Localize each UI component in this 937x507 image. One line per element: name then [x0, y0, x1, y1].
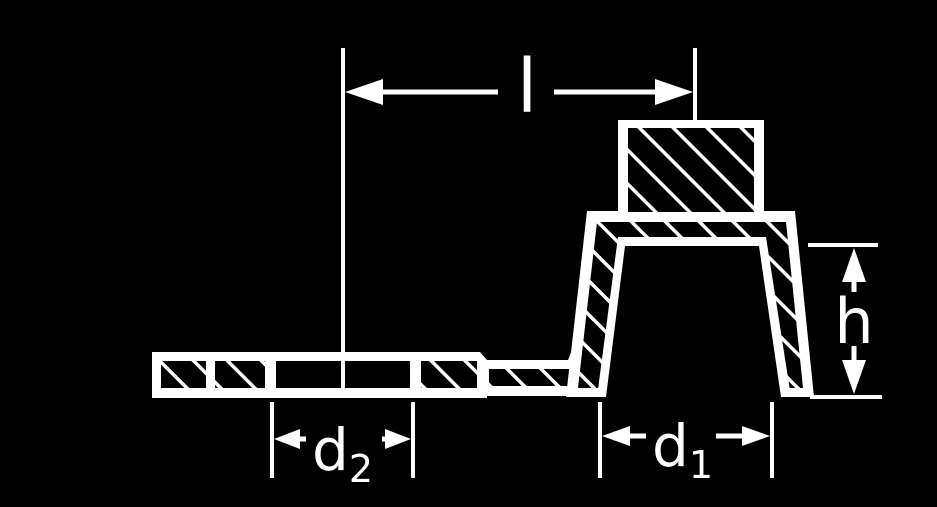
- arrow-left: [602, 426, 630, 446]
- crimp-barrel: [566, 211, 814, 397]
- barrel-cavity: [606, 246, 781, 397]
- label-diameter-1: d1: [652, 412, 713, 487]
- dimension-diameter-1: d1: [598, 402, 774, 487]
- arrow-right: [655, 79, 693, 105]
- label-d2-base: d: [312, 416, 349, 484]
- arrow-left: [274, 429, 300, 449]
- top-stud: [618, 120, 764, 215]
- plate-cell: [421, 361, 477, 388]
- plate-cell: [215, 361, 265, 388]
- flat-plate: [152, 352, 487, 398]
- stud-hatch: [628, 128, 754, 212]
- label-diameter-2: d2: [312, 416, 373, 491]
- label-d1-subscript: 1: [689, 443, 713, 487]
- dimension-length: l: [341, 44, 697, 398]
- dimension-diameter-2: d2: [270, 402, 415, 491]
- arrow-down: [842, 360, 866, 394]
- arrow-left: [345, 79, 383, 105]
- label-height: h: [834, 285, 873, 358]
- arrow-up: [842, 248, 866, 282]
- dimension-height: h: [808, 243, 882, 399]
- label-d1-base: d: [652, 412, 689, 480]
- label-d2-subscript: 2: [349, 447, 373, 491]
- label-length: l: [517, 44, 538, 130]
- neck-hatch: [489, 352, 592, 386]
- arrow-right: [385, 429, 411, 449]
- arrow-right: [742, 426, 770, 446]
- plate-cell: [161, 361, 206, 388]
